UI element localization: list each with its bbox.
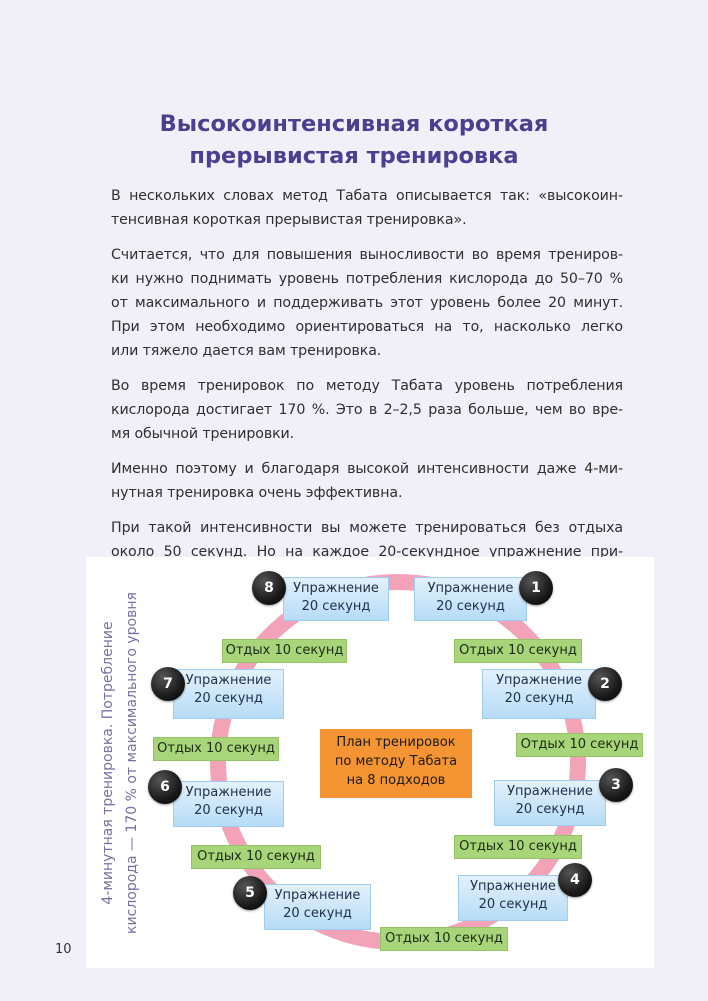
rest-block: Отдых 10 секунд xyxy=(516,733,643,757)
step-number-badge-8: 8 xyxy=(252,571,286,605)
center-label-line: на 8 подходов xyxy=(346,773,446,788)
exercise-label: Упражнение xyxy=(293,581,379,596)
text-line: кислорода достигает 170 %. Это в 2–2,5 р… xyxy=(111,402,623,418)
text-line: При такой интенсивности вы можете тренир… xyxy=(111,520,623,536)
step-number-badge-3: 3 xyxy=(599,768,633,802)
exercise-block-8: Упражнение 20 секунд xyxy=(283,577,389,621)
exercise-label: Упражнение xyxy=(427,581,514,596)
exercise-duration: 20 секунд xyxy=(194,691,263,706)
paragraph: Во время тренировок по методу Табата уро… xyxy=(111,374,623,446)
step-number-badge-7: 7 xyxy=(151,667,185,701)
paragraph: Именно поэтому и благодаря высокой интен… xyxy=(111,457,623,505)
title-line-1: Высокоинтенсивная короткая xyxy=(159,111,549,137)
center-label-line: по методу Табата xyxy=(334,754,458,769)
article-body: В нескольких словах метод Табата описыва… xyxy=(111,184,623,575)
text-line: мя обычной тренировки. xyxy=(111,426,295,442)
rest-block: Отдых 10 секунд xyxy=(222,639,347,663)
exercise-block-5: Упражнение 20 секунд xyxy=(264,884,371,930)
text-line: При этом необходимо ориентироваться на т… xyxy=(111,319,623,335)
tabata-diagram: Отдых 10 секунд Отдых 10 секунд Отдых 10… xyxy=(86,557,654,968)
side-caption: 4-минутная тренировка. Потребление кисло… xyxy=(96,578,156,948)
paragraph: При такой интенсивности вы можете тренир… xyxy=(111,516,623,564)
exercise-block-4: Упражнение 20 секунд xyxy=(458,875,568,921)
step-number-badge-5: 5 xyxy=(233,876,267,910)
text-line: или тяжело дается вам тренировка. xyxy=(111,343,382,359)
rest-block: Отдых 10 секунд xyxy=(191,845,321,869)
exercise-label: Упражнение xyxy=(496,673,582,688)
exercise-duration: 20 секунд xyxy=(478,897,548,912)
paragraph: В нескольких словах метод Табата описыва… xyxy=(111,184,623,232)
exercise-block-6: Упражнение 20 секунд xyxy=(173,781,284,827)
text-line: Именно поэтому и благодаря высокой интен… xyxy=(111,461,623,477)
text-line: нутная тренировка очень эффективна. xyxy=(111,485,403,501)
text-line: около 50 секунд. Но на каждое 20-секундн… xyxy=(111,544,623,560)
step-number-badge-2: 2 xyxy=(588,667,622,701)
step-number-badge-6: 6 xyxy=(148,770,182,804)
exercise-duration: 20 секунд xyxy=(301,599,371,614)
exercise-block-3: Упражнение 20 секунд xyxy=(494,780,606,826)
text-line: В нескольких словах метод Табата описыва… xyxy=(111,188,623,204)
exercise-duration: 20 секунд xyxy=(283,906,352,921)
exercise-label: Упражнение xyxy=(507,784,593,799)
text-line: ки нужно поднимать уровень потребления к… xyxy=(111,271,623,287)
page-number: 10 xyxy=(55,942,72,957)
title-line-2: прерывистая тренировка xyxy=(189,143,519,169)
text-line: Считается, что для повышения выносливост… xyxy=(111,247,623,263)
exercise-label: Упражнение xyxy=(185,673,272,688)
rest-block: Отдых 10 секунд xyxy=(380,927,508,951)
exercise-duration: 20 секунд xyxy=(504,691,574,706)
rest-block: Отдых 10 секунд xyxy=(153,737,279,761)
side-caption-line-2: кислорода — 170 % от максимального уровн… xyxy=(124,592,140,934)
exercise-duration: 20 секунд xyxy=(436,599,505,614)
text-line: Во время тренировок по методу Табата уро… xyxy=(111,378,623,394)
exercise-duration: 20 секунд xyxy=(515,802,585,817)
center-label-line: План тренировок xyxy=(336,735,456,750)
paragraph: Считается, что для повышения выносливост… xyxy=(111,243,623,363)
exercise-duration: 20 секунд xyxy=(194,803,263,818)
exercise-label: Упражнение xyxy=(274,888,361,903)
exercise-label: Упражнение xyxy=(470,879,556,894)
exercise-block-7: Упражнение 20 секунд xyxy=(173,669,284,719)
plan-center-label: План тренировок по методу Табата на 8 по… xyxy=(320,729,472,798)
exercise-label: Упражнение xyxy=(185,785,272,800)
text-line: тенсивная короткая прерывистая тренировк… xyxy=(111,212,467,228)
exercise-block-2: Упражнение 20 секунд xyxy=(482,669,596,719)
exercise-block-1: Упражнение 20 секунд xyxy=(414,577,527,621)
text-line: от максимального и поддерживать этот уро… xyxy=(111,295,623,311)
rest-block: Отдых 10 секунд xyxy=(454,835,582,859)
step-number-badge-1: 1 xyxy=(519,571,553,605)
rest-block: Отдых 10 секунд xyxy=(454,639,582,663)
side-caption-line-1: 4-минутная тренировка. Потребление xyxy=(100,621,116,905)
page-title: Высокоинтенсивная короткая прерывистая т… xyxy=(0,108,708,172)
step-number-badge-4: 4 xyxy=(558,863,592,897)
